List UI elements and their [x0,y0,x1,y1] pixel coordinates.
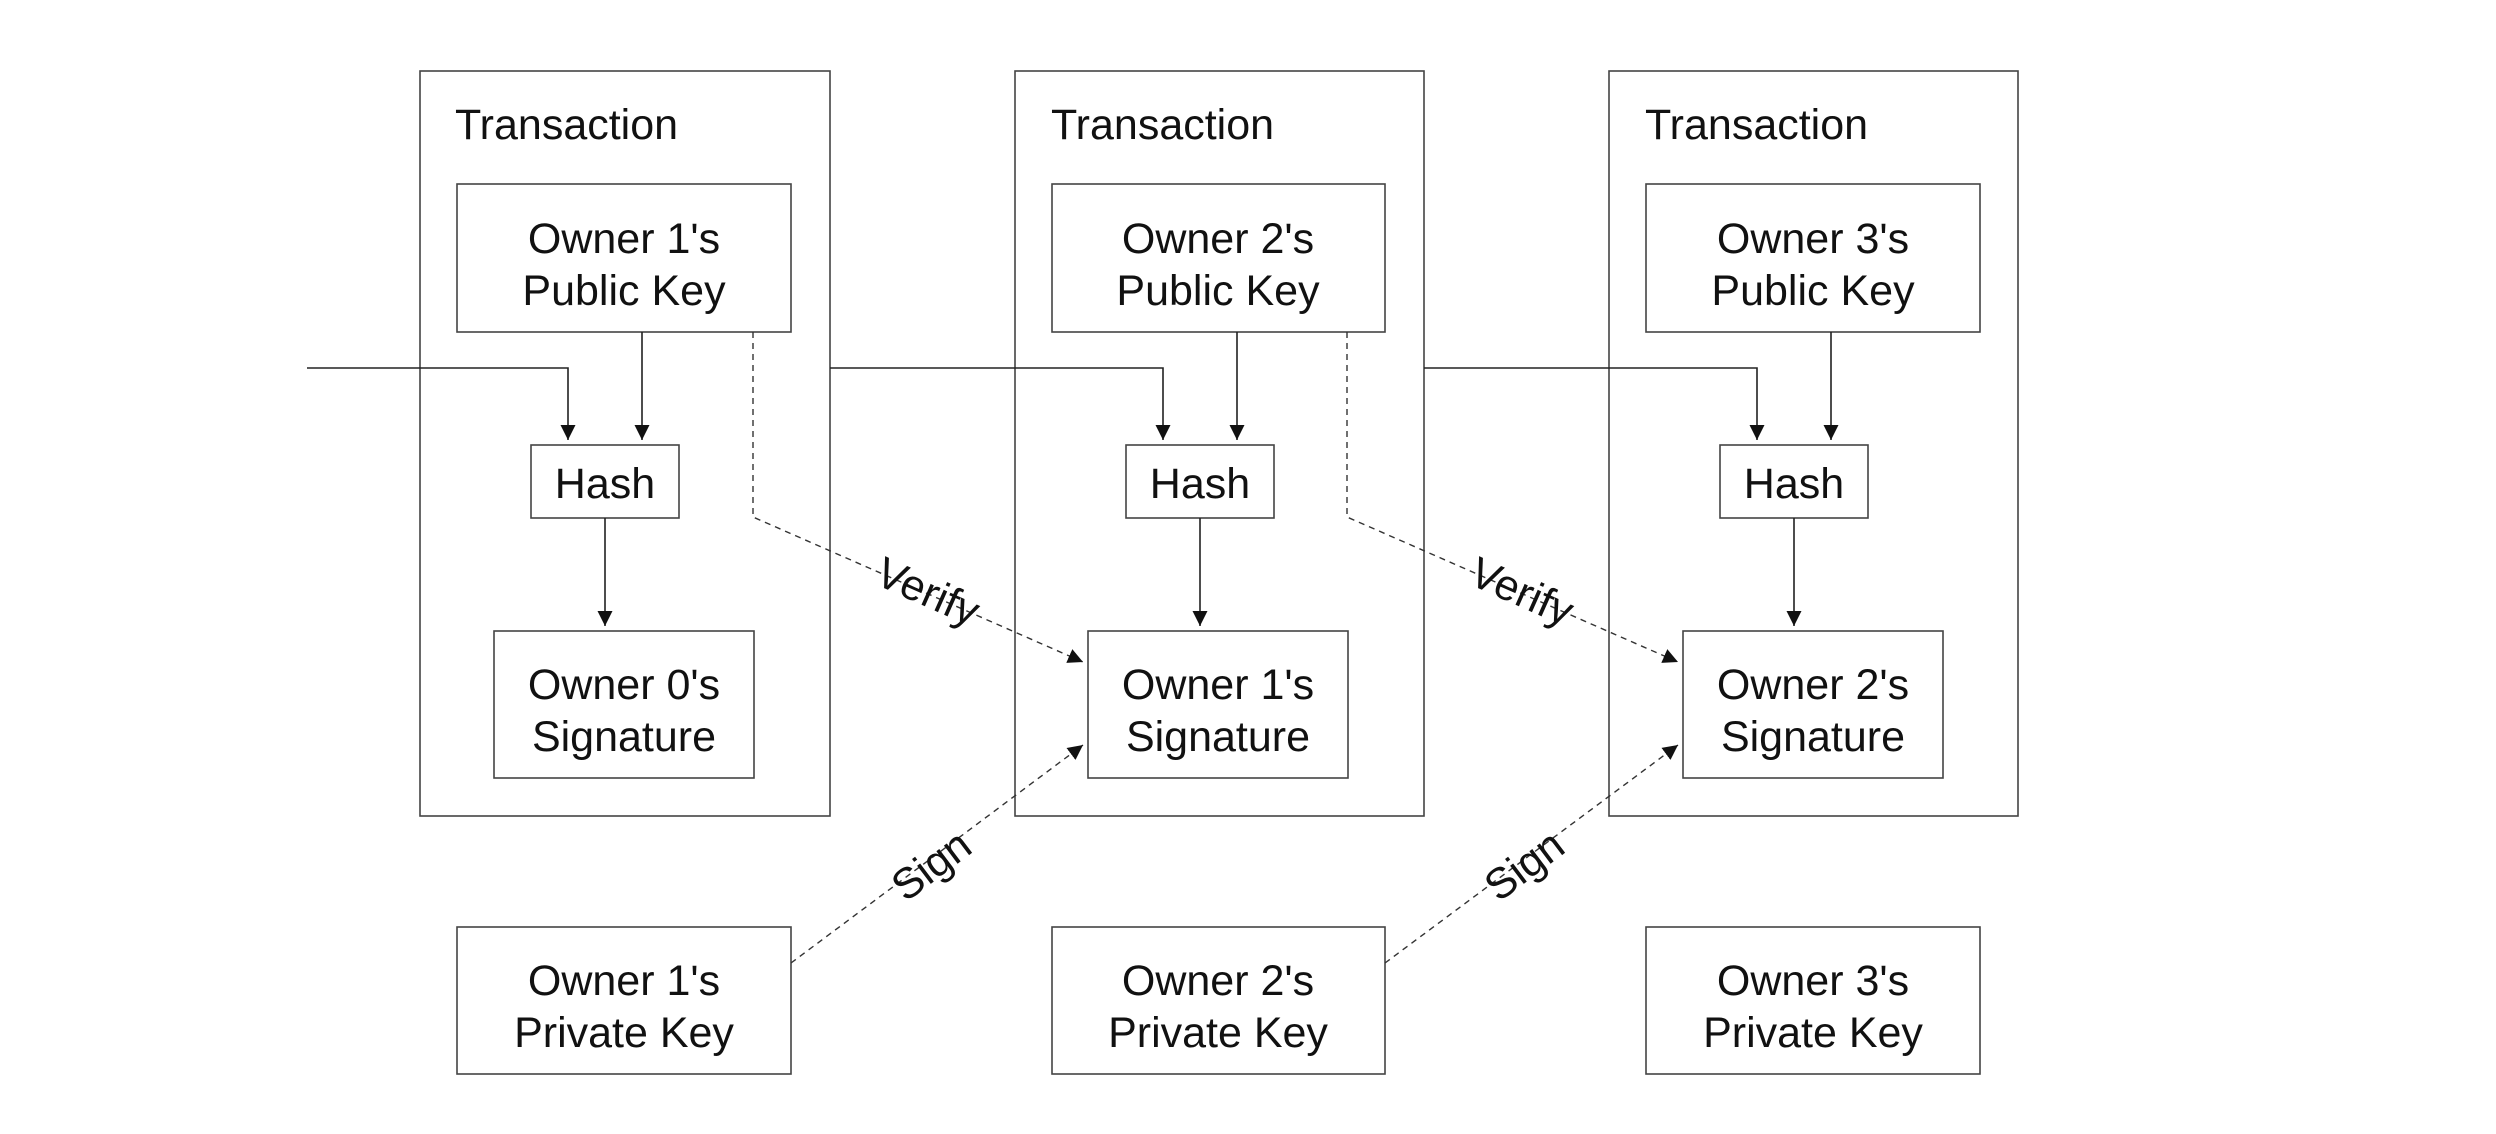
public-key-owner: Owner 1's [528,215,720,263]
sign-label-1: Sign [883,821,981,911]
signature-box: Owner 0's Signature [493,630,755,779]
hash-label: Hash [1150,460,1250,508]
hash-label: Hash [1744,460,1844,508]
transaction-title: Transaction [1645,101,1868,149]
signature-owner: Owner 0's [528,661,720,709]
sign-label-2: Sign [1476,821,1574,911]
transaction-block-2: Transaction Owner 2's Public Key Hash Ow… [1014,70,1425,817]
verify-label-1: Verify [869,548,987,636]
private-key-label: Private Key [514,1009,734,1057]
public-key-box: Owner 2's Public Key [1051,183,1386,333]
transaction-title: Transaction [1051,101,1274,149]
private-key-owner: Owner 2's [1122,957,1314,1005]
public-key-box: Owner 1's Public Key [456,183,792,333]
signature-label: Signature [1126,713,1310,761]
private-key-box-1: Owner 1's Private Key [456,926,792,1075]
private-key-label: Private Key [1703,1009,1923,1057]
transaction-title: Transaction [455,101,678,149]
signature-label: Signature [1721,713,1905,761]
public-key-box: Owner 3's Public Key [1645,183,1981,333]
hash-box: Hash [530,444,680,519]
private-key-owner: Owner 1's [528,957,720,1005]
hash-box: Hash [1719,444,1869,519]
sign-arrow-1 [790,744,1084,964]
private-key-owner: Owner 3's [1717,957,1909,1005]
hash-label: Hash [555,460,655,508]
private-key-box-3: Owner 3's Private Key [1645,926,1981,1075]
signature-owner: Owner 1's [1122,661,1314,709]
transaction-block-1: Transaction Owner 1's Public Key Hash Ow… [419,70,831,817]
signature-box: Owner 1's Signature [1087,630,1349,779]
sign-arrow-2 [1384,744,1679,964]
private-key-box-2: Owner 2's Private Key [1051,926,1386,1075]
hash-box: Hash [1125,444,1275,519]
public-key-owner: Owner 2's [1122,215,1314,263]
transaction-block-3: Transaction Owner 3's Public Key Hash Ow… [1608,70,2019,817]
chain-arrow-1-to-2 [830,367,1171,440]
verify-label-2: Verify [1463,548,1581,636]
public-key-label: Public Key [522,267,726,315]
signature-box: Owner 2's Signature [1682,630,1944,779]
private-key-label: Private Key [1108,1009,1328,1057]
signature-label: Signature [532,713,716,761]
public-key-owner: Owner 3's [1717,215,1909,263]
chain-arrow-2-to-3 [1424,367,1765,440]
signature-owner: Owner 2's [1717,661,1909,709]
public-key-label: Public Key [1711,267,1915,315]
incoming-chain-arrow [307,367,576,440]
public-key-label: Public Key [1116,267,1320,315]
